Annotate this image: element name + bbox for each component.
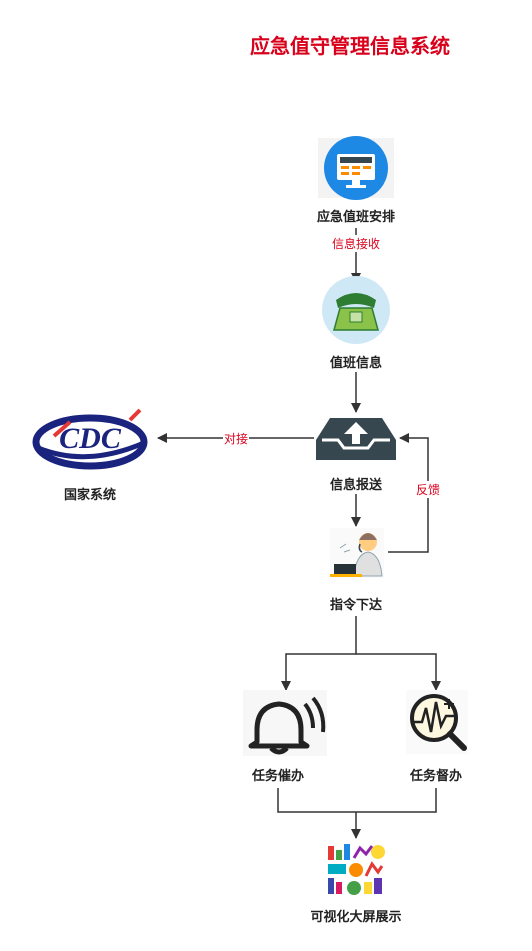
edge-label-connect: 对接: [222, 430, 250, 447]
edge-urge-merge: [277, 788, 437, 813]
cdc-logo-text: CDC: [59, 422, 122, 455]
node-label-big-screen: 可视化大屏展示: [310, 910, 402, 925]
node-label-duty-schedule: 应急值班安排: [316, 210, 396, 225]
dashboard-charts-icon: [328, 844, 385, 895]
page-title: 应急值守管理信息系统: [250, 34, 450, 58]
cdc-logo: CDC: [32, 408, 148, 470]
edge-command-split-right: [356, 653, 441, 691]
edge-label-feedback: 反馈: [414, 481, 442, 498]
telephone-icon: [322, 276, 390, 344]
node-label-info-report: 信息报送: [329, 478, 383, 493]
monitor-calendar-icon: [318, 136, 394, 200]
bell-icon: [243, 690, 327, 756]
edge-label-receive: 信息接收: [330, 235, 382, 252]
edge-command-split: [281, 616, 357, 691]
upload-tray-icon: [316, 418, 396, 460]
node-label-national-system: 国家系统: [63, 488, 117, 503]
magnifier-chart-icon: [406, 690, 468, 754]
node-label-task-supervise: 任务督办: [409, 769, 463, 784]
operator-headset-icon: [330, 528, 384, 578]
node-label-duty-info: 值班信息: [329, 356, 383, 371]
node-label-task-urge: 任务催办: [251, 769, 305, 784]
node-label-command: 指令下达: [329, 598, 383, 613]
